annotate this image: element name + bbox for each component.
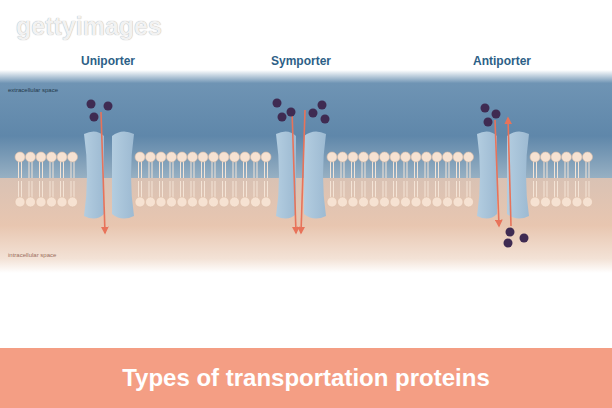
banner-title: Types of transportation proteins [122,364,490,392]
region-label: intracellular space [8,252,56,258]
protein-name: Symporter [271,55,331,67]
uniporter-protein [84,131,134,218]
solute-molecules [87,99,529,248]
symporter-protein [276,131,326,218]
transport-arrows [101,110,511,233]
protein-name: Uniporter [81,55,135,67]
antiporter-protein [477,131,529,218]
protein-name: Antiporter [473,55,531,67]
title-band: Types of transportation proteins [0,348,612,408]
region-label: extracellular space [8,87,58,93]
watermark: gettyimages [16,14,162,39]
